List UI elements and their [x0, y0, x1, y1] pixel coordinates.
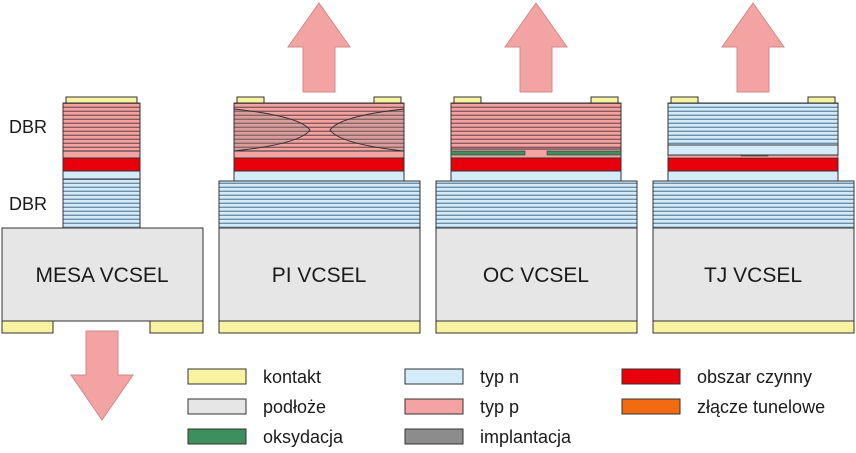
legend-swatch-p-type [404, 398, 464, 415]
active-region [62, 157, 141, 172]
legend-swatch-tunnel [621, 398, 681, 415]
n-layer [62, 170, 141, 180]
bottom-contact [435, 320, 638, 334]
top-contact-left [453, 96, 482, 104]
top-dbr [233, 102, 405, 152]
legend-label-p-type: typ p [480, 397, 519, 417]
legend-label-contact: kontakt [263, 367, 321, 387]
active-region [233, 157, 405, 172]
top-contact-right [807, 96, 836, 104]
legend-swatch-contact [187, 368, 247, 385]
mesa-vcsel: MESA VCSEL [1, 96, 204, 421]
implantation-region-left [233, 108, 311, 152]
substrate-block [1, 227, 204, 322]
device-name: OC VCSEL [483, 264, 589, 287]
bottom-contact-right [149, 320, 204, 334]
n-layer [667, 170, 839, 182]
bottom-dbr [435, 180, 638, 229]
legend-label-n-type: typ n [480, 367, 519, 387]
substrate-block [435, 227, 638, 322]
substrate-block [218, 227, 421, 322]
emission-arrow-down [70, 330, 134, 421]
bottom-contact-left [1, 320, 54, 334]
legend-label-implantation: implantacja [480, 427, 572, 447]
top-dbr [450, 102, 622, 150]
legend-label-tunnel: złącze tunelowe [697, 397, 825, 417]
top-dbr [62, 102, 141, 152]
oc-vcsel: OC VCSEL [435, 2, 638, 334]
legend-swatch-implantation [404, 428, 464, 445]
p-layer [233, 150, 405, 159]
dbr-bottom-label: DBR [9, 194, 47, 214]
legend-swatch-n-type [404, 368, 464, 385]
legend-label-substrate: podłoże [263, 397, 326, 417]
top-dbr [667, 102, 839, 146]
legend-label-active: obszar czynny [697, 367, 812, 387]
oxide-aperture-right [546, 150, 622, 156]
dbr-top-label: DBR [9, 117, 47, 137]
n-spacer [667, 144, 839, 156]
legend-label-oxidation: oksydacja [263, 427, 344, 447]
legend-swatch-substrate [187, 398, 247, 415]
oxide-aperture-left [450, 150, 526, 156]
active-region [450, 157, 622, 172]
legend-swatch-oxidation [187, 428, 247, 445]
bottom-contact [652, 320, 855, 334]
legend-swatch-active [621, 368, 681, 385]
bottom-dbr [652, 180, 855, 229]
bottom-dbr [62, 178, 141, 229]
device-name: PI VCSEL [272, 264, 367, 287]
bottom-dbr [218, 180, 421, 229]
p-layer [62, 150, 141, 159]
top-contact-right [373, 96, 402, 104]
bottom-contact [218, 320, 421, 334]
n-layer [450, 170, 622, 182]
substrate-block [652, 227, 855, 322]
tj-vcsel: TJ VCSEL [652, 2, 855, 334]
n-layer [233, 170, 405, 182]
pi-vcsel: PI VCSEL [218, 2, 421, 334]
emission-arrow-up [287, 2, 351, 93]
emission-arrow-up [504, 2, 568, 93]
top-contact-left [670, 96, 699, 104]
top-contact-right [590, 96, 619, 104]
emission-arrow-up [721, 2, 785, 93]
implantation-region-right [329, 108, 405, 152]
legend: kontakt podłoże oksydacja typ n typ p im… [187, 367, 825, 447]
top-contact [65, 96, 138, 104]
device-name: MESA VCSEL [35, 264, 168, 287]
top-contact-left [236, 96, 265, 104]
device-name: TJ VCSEL [704, 264, 802, 287]
active-region [667, 157, 839, 172]
